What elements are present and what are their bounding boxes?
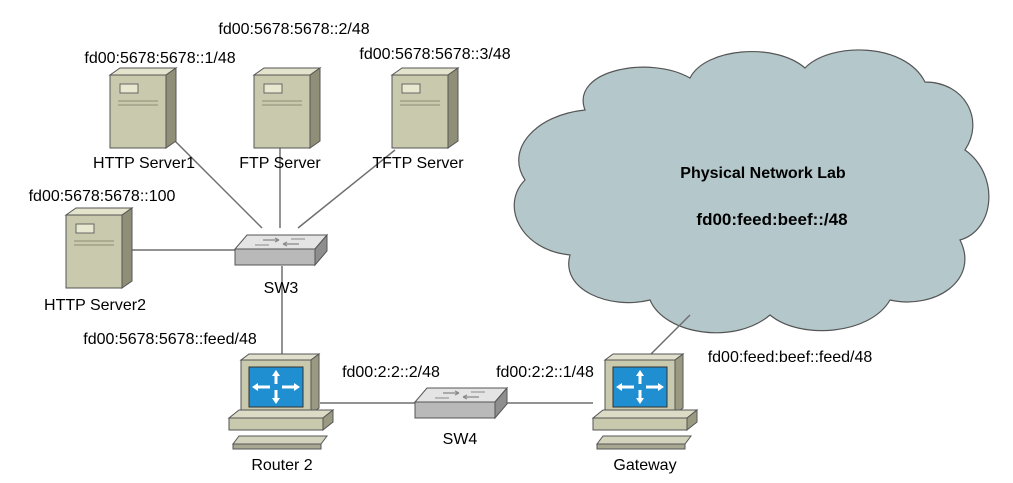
- link-gateway-cloud: [649, 314, 691, 356]
- gateway-address-left: fd00:2:2::1/48: [496, 364, 594, 381]
- ftp-server-address: fd00:5678:5678::2/48: [218, 21, 369, 38]
- links: [118, 133, 691, 404]
- ftp-server-label: FTP Server: [239, 155, 321, 172]
- server-icon: [109, 67, 177, 149]
- sw3: SW3: [234, 234, 328, 297]
- http-server1-label: HTTP Server1: [93, 155, 195, 172]
- router2-address-up: fd00:5678:5678::feed/48: [83, 331, 257, 348]
- network-cloud: Physical Network Lab fd00:feed:beef::/48: [513, 49, 990, 334]
- http-server1: HTTP Server1 fd00:5678:5678::1/48: [84, 50, 235, 172]
- link-tftp-sw3: [297, 149, 396, 229]
- router-workstation-icon: [228, 353, 334, 450]
- http-server1-address: fd00:5678:5678::1/48: [84, 50, 235, 67]
- router2-address-right: fd00:2:2::2/48: [342, 364, 440, 381]
- router-workstation-icon: [592, 353, 698, 450]
- gateway: Gateway fd00:2:2::1/48 fd00:feed:beef::f…: [496, 349, 872, 474]
- sw4: SW4: [414, 387, 508, 448]
- http-server2-label: HTTP Server2: [44, 297, 146, 314]
- sw3-label: SW3: [264, 280, 299, 297]
- tftp-server: TFTP Server fd00:5678:5678::3/48: [359, 46, 510, 172]
- server-icon: [391, 67, 459, 149]
- server-icon: [253, 67, 321, 149]
- gateway-address-cloud: fd00:feed:beef::feed/48: [708, 349, 873, 366]
- cloud-shape: [513, 49, 990, 334]
- tftp-server-address: fd00:5678:5678::3/48: [359, 46, 510, 63]
- http-server2: HTTP Server2 fd00:5678:5678::100: [29, 188, 176, 314]
- router2: Router 2 fd00:5678:5678::feed/48 fd00:2:…: [83, 331, 440, 474]
- http-server2-address: fd00:5678:5678::100: [29, 188, 176, 205]
- cloud-prefix: fd00:feed:beef::/48: [696, 210, 847, 229]
- router2-label: Router 2: [251, 457, 312, 474]
- cloud-title: Physical Network Lab: [680, 165, 846, 182]
- switch-icon: [414, 387, 508, 419]
- sw4-label: SW4: [443, 431, 478, 448]
- link-http1-sw3: [167, 133, 263, 229]
- gateway-label: Gateway: [613, 457, 676, 474]
- ftp-server: FTP Server fd00:5678:5678::2/48: [218, 21, 369, 172]
- switch-icon: [234, 234, 328, 266]
- tftp-server-label: TFTP Server: [372, 155, 464, 172]
- server-icon: [65, 207, 133, 289]
